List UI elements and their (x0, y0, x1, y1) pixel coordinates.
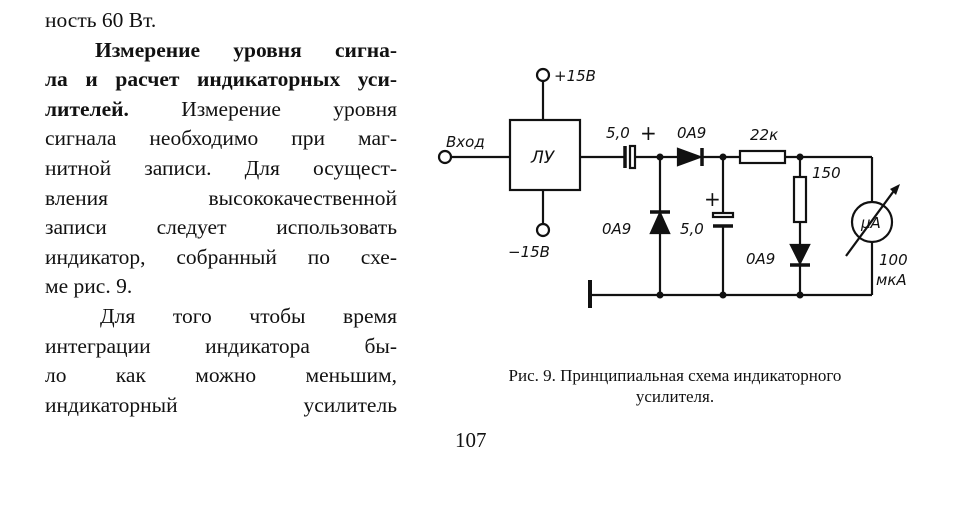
label-meter-value: 100 (879, 251, 908, 269)
text-line: ло как можно меньшим, (45, 361, 397, 391)
text-line: индикаторный усилитель (45, 391, 397, 421)
plus-supply-terminal (535, 67, 551, 83)
text-line: сигнала необходимо при маг- (45, 124, 397, 154)
text-normal: сигнала необходимо при маг- (45, 126, 397, 151)
text-line: ме рис. 9. (45, 272, 397, 302)
text-normal: ность 60 Вт. (45, 8, 157, 32)
minus-supply-terminal (535, 222, 551, 238)
junction-dot (656, 291, 664, 299)
text-normal: индикатор, собранный по схе- (45, 244, 397, 269)
capacitor-c1-plate (628, 144, 637, 170)
diode-meter (789, 243, 811, 266)
text-normal: вления высококачественной (45, 185, 397, 210)
text-bold: ла и расчет индикаторных уси- (45, 67, 397, 92)
resistor-r1 (738, 149, 787, 165)
text-line: нитной записи. Для осущест- (45, 154, 397, 184)
label-r2: 150 (812, 164, 841, 182)
section-heading-line: Измерение уровня сигна- (45, 36, 397, 66)
capacitor-c2-plate (711, 211, 735, 219)
text-line: индикатор, собранный по схе- (45, 243, 397, 273)
page-number: 107 (455, 428, 487, 452)
junction-dot (719, 291, 727, 299)
diode-shunt (649, 210, 671, 235)
label-minus-supply: −15В (508, 243, 550, 261)
body-text-column: ность 60 Вт. Измерение уровня сигна- ла … (45, 6, 397, 420)
label-input: Вход (446, 133, 485, 151)
text-normal: индикаторный усилитель (45, 392, 397, 417)
label-plus-supply: +15В (554, 67, 596, 85)
label-c1: 5,0 (606, 124, 630, 142)
junction-dot (719, 153, 727, 161)
label-meter: μA (860, 214, 881, 232)
text-line: Для того чтобы время (45, 302, 397, 332)
label-c2: 5,0 (680, 220, 704, 238)
junction-dot (656, 153, 664, 161)
input-terminal (437, 149, 453, 165)
text-line: лителей. Измерение уровня (45, 95, 397, 125)
meter-arrow (845, 187, 897, 257)
section-heading-line: ла и расчет индикаторных уси- (45, 65, 397, 95)
label-c2-plus: + (704, 187, 721, 211)
text-line: интеграции индикатора бы- (45, 332, 397, 362)
amplifier-block (508, 118, 582, 192)
figure-caption-line2: усилителя. (635, 387, 715, 406)
label-amplifier: ЛУ (530, 148, 556, 168)
label-meter-unit: мкА (876, 271, 907, 289)
text-normal: нитной записи. Для осущест- (45, 155, 397, 180)
diode-series (676, 147, 704, 167)
resistor-r2 (792, 175, 808, 224)
text-normal: Измерение уровня (128, 96, 397, 121)
label-r1: 22к (750, 126, 778, 144)
text-normal: Для того чтобы время (100, 303, 397, 328)
label-shunt-diode: 0А9 (602, 220, 631, 238)
text-line: ность 60 Вт. (45, 6, 397, 36)
label-series-diode: 0А9 (677, 124, 706, 142)
junction-dot (796, 291, 804, 299)
text-bold: Измерение уровня сигна- (95, 37, 397, 62)
text-normal: записи следует использовать (45, 215, 397, 240)
arrow-head-icon (890, 184, 900, 195)
text-normal: ло как можно меньшим, (45, 363, 397, 388)
figure-caption-line1: Рис. 9. Принципиальная схема индикаторно… (508, 366, 842, 385)
junction-dot (796, 153, 804, 161)
text-line: записи следует использовать (45, 213, 397, 243)
text-line: вления высококачественной (45, 184, 397, 214)
text-normal: интеграции индикатора бы- (45, 333, 397, 358)
text-normal: ме рис. 9. (45, 274, 133, 299)
text-bold: лителей. (45, 96, 129, 121)
label-meter-diode: 0А9 (746, 250, 775, 268)
label-c1-plus: + (640, 121, 657, 145)
